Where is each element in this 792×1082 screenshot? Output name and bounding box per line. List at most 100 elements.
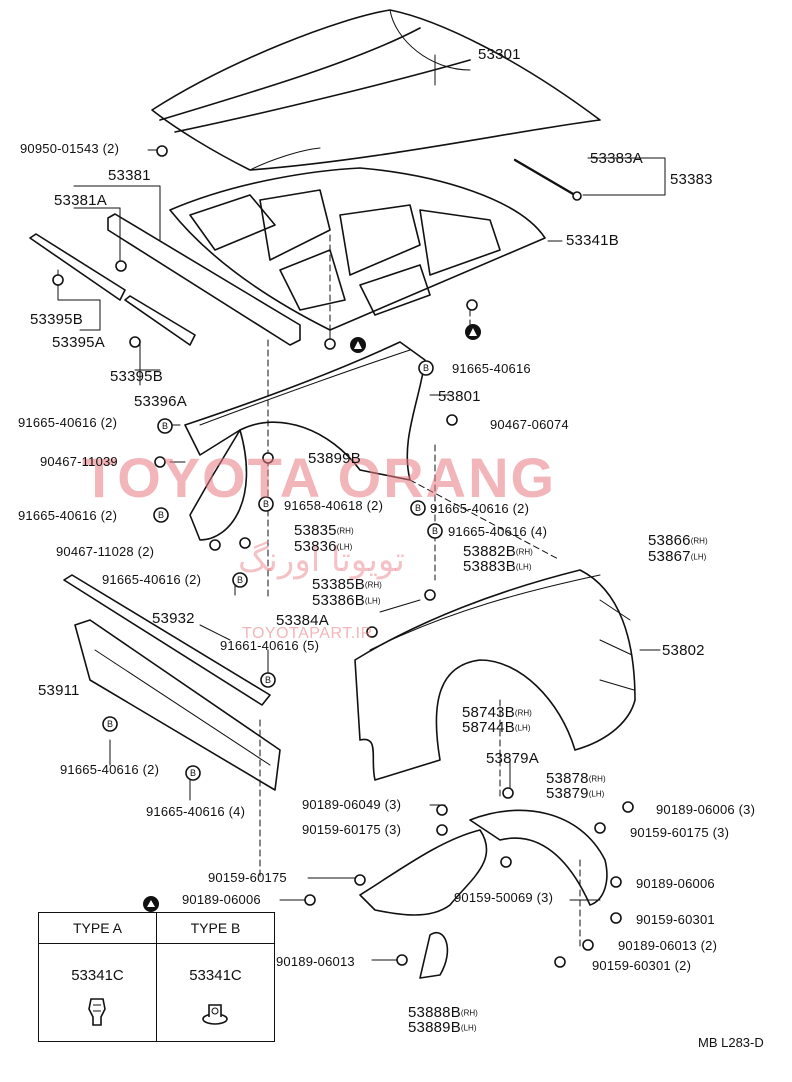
fender-apron: [184, 341, 426, 541]
part-label: 90189-06006: [636, 876, 715, 891]
part-label: 91665-40616 (2): [102, 572, 202, 587]
part-number: 53878: [546, 770, 589, 787]
part-label: 91665-40616 (2): [18, 508, 118, 523]
part-number: 53888B: [408, 1004, 461, 1021]
part-label: 91665-40616: [452, 361, 531, 376]
rh-suffix: (RH): [690, 536, 708, 546]
watermark-arabic: تویوتا اورنگ: [238, 540, 405, 580]
part-label: 53835(RH): [294, 522, 354, 539]
svg-text:B: B: [107, 719, 113, 729]
part-label: 53301: [478, 46, 521, 63]
svg-text:B: B: [237, 575, 243, 585]
part-label: 53888B(RH): [408, 1004, 478, 1021]
part-label: 90159-60175: [208, 870, 287, 885]
svg-text:B: B: [162, 421, 168, 431]
part-label: 53801: [438, 388, 481, 405]
rh-suffix: (RH): [364, 580, 382, 590]
part-label: 90159-60301 (2): [592, 958, 692, 973]
part-label: 53381A: [54, 192, 107, 209]
part-label: 53879A: [486, 750, 539, 767]
svg-text:B: B: [423, 363, 429, 373]
part-label: 53883B(LH): [463, 558, 531, 575]
part-label: 53878(RH): [546, 770, 606, 787]
part-label: 53386B(LH): [312, 592, 380, 609]
lh-suffix: (LH): [588, 789, 605, 799]
part-label: 90189-06049 (3): [302, 797, 402, 812]
fasteners: [52, 145, 634, 968]
part-label: 91665-40616 (4): [146, 804, 246, 819]
part-label: 90467-11039: [40, 454, 118, 469]
part-label: 53341B: [566, 232, 619, 249]
part-label: 90950-01543 (2): [20, 141, 120, 156]
clip-type-legend: TYPE A 53341C TYPE B 53341C: [38, 912, 275, 1042]
part-label: 53396A: [134, 393, 187, 410]
triangle-markers: [350, 324, 481, 353]
part-label: 53932: [152, 610, 195, 627]
part-label: 90189-06006 (3): [656, 802, 756, 817]
part-number: 58744B: [462, 719, 515, 736]
fender-liner: [359, 809, 608, 979]
part-label: 53866(RH): [648, 532, 708, 549]
part-label: 90159-60175 (3): [302, 822, 402, 837]
part-number: 53883B: [463, 558, 516, 575]
hood-panel: [151, 9, 601, 171]
part-label: 53889B(LH): [408, 1019, 476, 1036]
part-label: 53879(LH): [546, 785, 604, 802]
clip-type-b-icon: [202, 1004, 228, 1025]
watermark-url: TOYOTAPART.IR: [242, 625, 373, 642]
part-label: 91658-40618 (2): [284, 498, 384, 513]
radiator-support: [74, 619, 281, 791]
rh-suffix: (RH): [336, 526, 354, 536]
part-label: 53383A: [590, 150, 643, 167]
part-label: 90189-06006: [182, 892, 261, 907]
part-label: 53384A: [276, 612, 329, 629]
legend-type-b: TYPE B 53341C: [156, 913, 274, 1041]
lh-suffix: (LH): [514, 723, 531, 733]
part-label: 90467-06074: [490, 417, 569, 432]
leader-lines: [57, 54, 666, 961]
front-fender: [354, 569, 636, 781]
part-label: 91661-40616 (5): [220, 638, 320, 653]
part-label: 91665-40616 (2): [430, 501, 530, 516]
svg-text:B: B: [265, 675, 271, 685]
part-label: 53395B: [110, 368, 163, 385]
svg-text:B: B: [432, 526, 438, 536]
part-label: 90159-60175 (3): [630, 825, 730, 840]
part-number: 53385B: [312, 576, 365, 593]
lh-suffix: (LH): [515, 562, 532, 572]
part-label: 90189-06013 (2): [618, 938, 718, 953]
cowl-moulding: [63, 574, 271, 706]
lh-suffix: (LH): [336, 542, 353, 552]
legend-type-a: TYPE A 53341C: [39, 913, 156, 1041]
part-number: 53889B: [408, 1019, 461, 1036]
legend-part-number: 53341C: [189, 967, 242, 984]
lh-suffix: (LH): [364, 596, 381, 606]
part-number: 53879: [546, 785, 589, 802]
part-label: 53381: [108, 167, 151, 184]
svg-text:B: B: [263, 499, 269, 509]
watermark-text: TOYOTA ORANG: [82, 446, 557, 509]
b-circle-markers: [102, 360, 443, 781]
part-number: 53882B: [463, 543, 516, 560]
part-label: 53911: [38, 682, 80, 699]
part-number: 53386B: [312, 592, 365, 609]
lh-suffix: (LH): [690, 552, 707, 562]
svg-text:B: B: [415, 503, 421, 513]
hood-inner-panel: [169, 167, 546, 346]
rh-suffix: (RH): [588, 774, 606, 784]
part-label: 91665-40616 (2): [18, 415, 118, 430]
part-label: 53385B(RH): [312, 576, 382, 593]
legend-part-number: 53341C: [71, 967, 124, 984]
part-label: 91665-40616 (4): [448, 524, 548, 539]
svg-text:B: B: [190, 768, 196, 778]
part-label: 90159-50069 (3): [454, 890, 554, 905]
triangle-marker-icon: [143, 896, 159, 912]
part-label: 90467-11028 (2): [56, 544, 155, 559]
part-number: 58743B: [462, 704, 515, 721]
part-number: 53835: [294, 522, 337, 539]
legend-header: TYPE B: [157, 913, 274, 944]
part-label: 58744B(LH): [462, 719, 530, 736]
lh-suffix: (LH): [460, 1023, 477, 1033]
hood-seal-strip: [29, 213, 301, 346]
